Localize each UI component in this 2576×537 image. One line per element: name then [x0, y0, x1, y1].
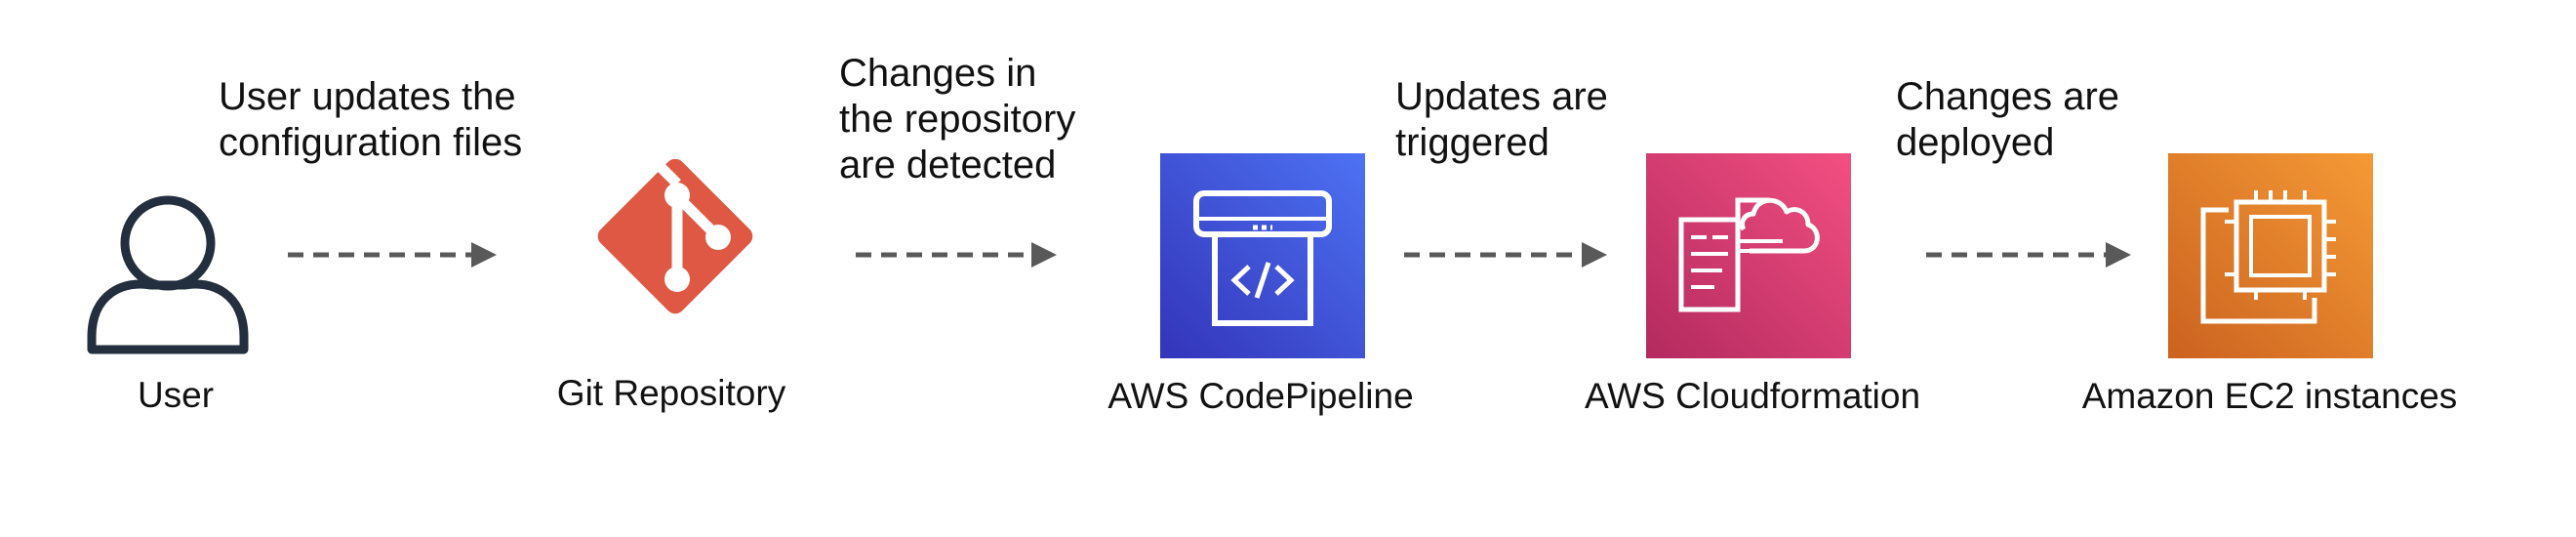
step-updates-triggered-text: Updates are triggered: [1395, 75, 1608, 164]
ec2-icon: [2168, 153, 2373, 358]
dashed-arrow-icon: [1924, 240, 2133, 269]
dashed-arrow-icon: [286, 240, 499, 269]
cloudformation-icon: [1646, 153, 1851, 358]
node-label-git: Git Repository: [556, 373, 786, 413]
node-label-codepipeline: AWS CodePipeline: [1107, 376, 1414, 416]
git-icon: [578, 139, 773, 334]
user-icon: [86, 190, 250, 356]
step-changes-detected-text: Changes in the repository are detected: [839, 52, 1076, 186]
dashed-arrow-icon: [1402, 240, 1609, 269]
codepipeline-icon: [1160, 153, 1365, 358]
node-label-ec2: Amazon EC2 instances: [2081, 376, 2458, 416]
dashed-arrow-icon: [854, 240, 1059, 269]
step-user-updates-text: User updates the configuration files: [219, 75, 523, 164]
step-changes-deployed-text: Changes are deployed: [1896, 75, 2120, 164]
node-label-user: User: [137, 375, 215, 415]
node-label-cloudformation: AWS Cloudformation: [1584, 376, 1921, 416]
